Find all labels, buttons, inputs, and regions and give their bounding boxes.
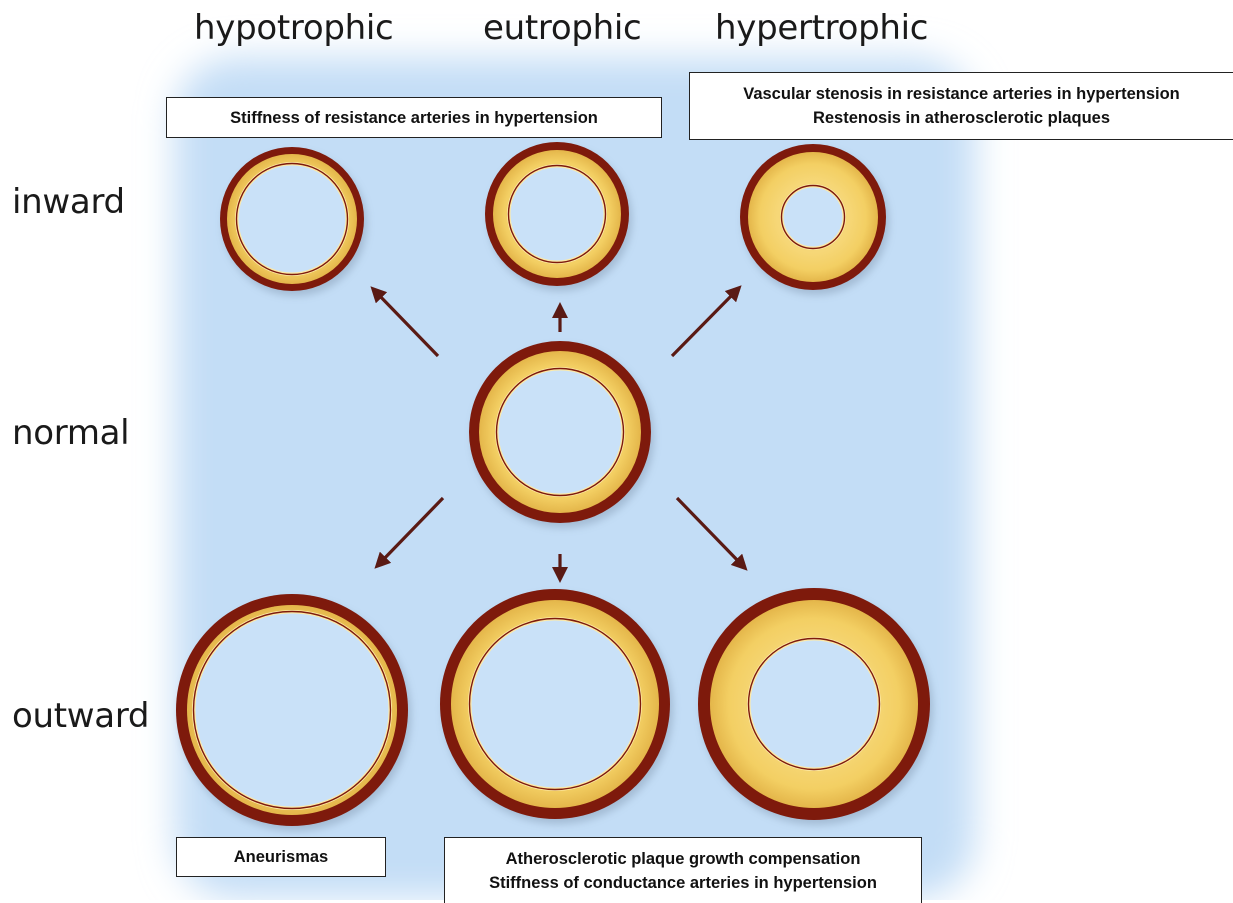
column-label-hypotrophic: hypotrophic: [194, 8, 393, 48]
lumen: [196, 614, 389, 807]
annotation-line: Atherosclerotic plaque growth compensati…: [506, 847, 861, 871]
annotation-stiffness-resistance: Stiffness of resistance arteries in hype…: [166, 97, 662, 138]
annotation-line: Stiffness of conductance arteries in hyp…: [489, 871, 877, 895]
column-label-hypertrophic: hypertrophic: [715, 8, 928, 48]
lumen: [751, 641, 878, 768]
annotation-line: Vascular stenosis in resistance arteries…: [743, 82, 1180, 106]
annotation-stenosis-restenosis: Vascular stenosis in resistance arteries…: [689, 72, 1233, 140]
annotation-line: Aneurismas: [234, 845, 328, 869]
column-label-eutrophic: eutrophic: [483, 8, 641, 48]
row-label-inward: inward: [12, 182, 125, 222]
annotation-plaque-compensation: Atherosclerotic plaque growth compensati…: [444, 837, 922, 903]
lumen: [239, 166, 346, 273]
row-label-normal: normal: [12, 413, 129, 453]
lumen: [472, 621, 639, 788]
lumen: [784, 188, 843, 247]
annotation-line: Restenosis in atherosclerotic plaques: [813, 106, 1110, 130]
lumen: [499, 371, 622, 494]
annotation-line: Stiffness of resistance arteries in hype…: [230, 106, 598, 130]
annotation-aneurismas: Aneurismas: [176, 837, 386, 877]
lumen: [511, 168, 604, 261]
row-label-outward: outward: [12, 696, 149, 736]
